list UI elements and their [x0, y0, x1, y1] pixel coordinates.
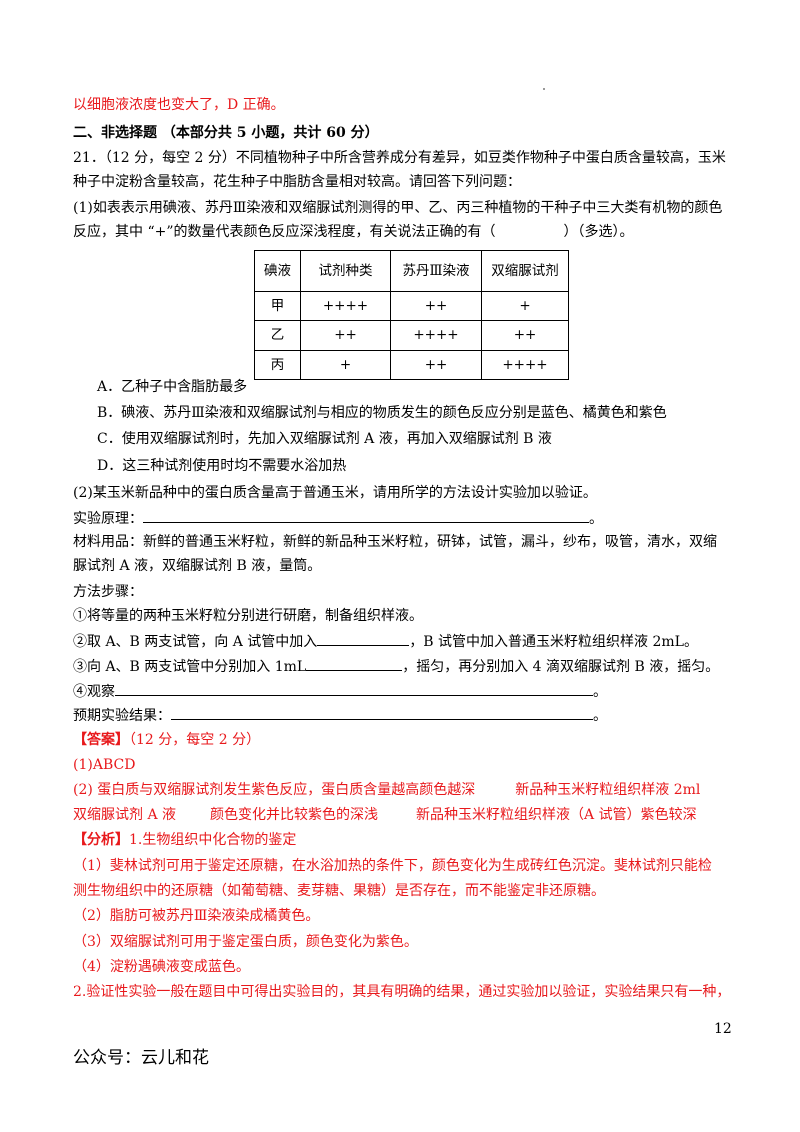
- table-cell: +: [481, 291, 569, 321]
- analysis-1-line-2: 测生物组织中的还原糖（如葡萄糖、麦芽糖、果糖）是否存在，而不能鉴定非还原糖。: [73, 883, 605, 899]
- period: 。: [593, 708, 607, 724]
- table-cell: ++: [481, 320, 569, 351]
- option-a: A．乙种子中含脂肪最多: [97, 379, 248, 395]
- table-header-row: 碘液 试剂种类 苏丹Ⅲ染液 双缩脲试剂: [254, 250, 569, 292]
- step-3-suffix: ，摇匀，再分别加入 4 滴双缩脲试剂 B 液，摇匀。: [402, 659, 720, 675]
- table-cell: ++++: [300, 291, 391, 321]
- step-1: ①将等量的两种玉米籽粒分别进行研磨，制备组织样液。: [73, 608, 423, 624]
- table-row: 乙 ++ ++++ ++: [254, 320, 569, 351]
- table-cell: 丙: [254, 350, 301, 380]
- answer-continuation: 以细胞液浓度也变大了，D 正确。: [73, 97, 285, 113]
- analysis-3: （3）双缩脲试剂可用于鉴定蛋白质，颜色变化为紫色。: [73, 934, 418, 950]
- answer-tag: 【答案】: [73, 732, 129, 748]
- table-row: 丙 + ++ ++++: [254, 350, 569, 380]
- materials-line-2: 脲试剂 A 液，双缩脲试剂 B 液，量筒。: [73, 558, 322, 574]
- analysis-tag: 【分析】: [73, 832, 129, 848]
- part-1-line-1: (1)如表表示用碘液、苏丹Ⅲ染液和双缩脲试剂测得的甲、乙、丙三种植物的干种子中三…: [73, 200, 723, 216]
- table-header-cell: 双缩脲试剂: [481, 250, 569, 292]
- principle-line: 实验原理： 。: [73, 508, 603, 529]
- page-number: 12: [714, 1021, 732, 1037]
- part-1-suffix: ）（多选）。: [563, 224, 634, 240]
- principle-label: 实验原理：: [73, 511, 143, 527]
- period: 。: [589, 511, 603, 527]
- expected-result-label: 预期实验结果：: [73, 708, 171, 724]
- step-2-text: ②取 A、B 两支试管，向 A 试管中加入: [73, 634, 318, 650]
- part-1-line-2: 反应，其中 “+”的数量代表颜色反应深浅程度，有关说法正确的有（ ）（多选）。: [73, 222, 634, 242]
- analysis-4: （4）淀粉遇碘液变成蓝色。: [73, 959, 250, 975]
- option-c: C．使用双缩脲试剂时，先加入双缩脲试剂 A 液，再加入双缩脲试剂 B 液: [97, 431, 552, 447]
- steps-heading: 方法步骤：: [73, 584, 143, 600]
- table-cell: ++: [300, 320, 391, 351]
- answer-2-result: 新品种玉米籽粒组织样液（A 试管）紫色较深: [416, 807, 697, 823]
- step-3-text: ③向 A、B 两支试管中分别加入 1mL: [73, 659, 307, 675]
- step-4-blank: [115, 681, 593, 696]
- option-d: D．这三种试剂使用时均不需要水浴加热: [97, 458, 347, 474]
- table-cell: ++: [390, 291, 482, 321]
- answer-2-principle: (2) 蛋白质与双缩脲试剂发生紫色反应，蛋白质含量越高颜色越深: [73, 782, 476, 798]
- analysis-title: 1.生物组织中化合物的鉴定: [129, 832, 297, 848]
- answer-2-blank-a: 新品种玉米籽粒组织样液 2ml: [515, 782, 701, 798]
- table-header-cell: 试剂种类: [300, 250, 391, 292]
- analysis-1-line-1: （1）斐林试剂可用于鉴定还原糖，在水浴加热的条件下，颜色变化为生成砖红色沉淀。斐…: [73, 858, 712, 874]
- table-cell: ++: [390, 350, 482, 380]
- step-4-text: ④观察: [73, 684, 115, 700]
- answer-2-line-1: (2) 蛋白质与双缩脲试剂发生紫色反应，蛋白质含量越高颜色越深 新品种玉米籽粒组织…: [73, 780, 700, 800]
- option-b: B．碘液、苏丹Ⅲ染液和双缩脲试剂与相应的物质发生的颜色反应分别是蓝色、橘黄色和紫…: [97, 405, 667, 421]
- table-cell: ++++: [390, 320, 482, 351]
- expected-result-blank: [171, 705, 593, 720]
- table-row: 甲 ++++ ++ +: [254, 291, 569, 321]
- step-3-blank: [306, 656, 403, 671]
- step-2: ②取 A、B 两支试管，向 A 试管中加入 ，B 试管中加入普通玉米籽粒组织样液 …: [73, 631, 698, 652]
- expected-result-line: 预期实验结果： 。: [73, 705, 607, 726]
- analysis-point-2: 2.验证性实验一般在题目中可得出实验目的，其具有明确的结果，通过实验加以验证，实…: [73, 984, 731, 1000]
- principle-blank: [143, 508, 589, 523]
- step-2-blank: [317, 631, 410, 646]
- answer-heading: 【答案】（12 分，每空 2 分）: [73, 730, 260, 750]
- table-cell: +: [300, 350, 391, 380]
- step-2-suffix: ，B 试管中加入普通玉米籽粒组织样液 2mL。: [409, 634, 698, 650]
- table-header-cell: 苏丹Ⅲ染液: [390, 250, 482, 292]
- table-cell: 甲: [254, 291, 301, 321]
- answer-2-observe: 颜色变化并比较紫色的深浅: [210, 807, 379, 823]
- answer-2-reagent: 双缩脲试剂 A 液: [73, 807, 177, 823]
- footer-account: 公众号：云儿和花: [73, 1048, 209, 1068]
- analysis-2: （2）脂肪可被苏丹Ⅲ染液染成橘黄色。: [73, 908, 320, 924]
- answer-2-line-2: 双缩脲试剂 A 液 颜色变化并比较紫色的深浅 新品种玉米籽粒组织样液（A 试管）紫色…: [73, 805, 697, 825]
- reagent-table: 碘液 试剂种类 苏丹Ⅲ染液 双缩脲试剂 甲 ++++ ++ + 乙 ++ +++…: [254, 250, 569, 380]
- step-4: ④观察 。: [73, 681, 607, 702]
- table-cell: 乙: [254, 320, 301, 351]
- question-21-line-1: 21．（12 分，每空 2 分）不同植物种子中所含营养成分有差异，如豆类作物种子…: [73, 150, 726, 166]
- section-heading: 二、非选择题 （本部分共 5 小题，共计 60 分）: [73, 125, 379, 141]
- answer-1: (1)ABCD: [73, 757, 136, 773]
- period: 。: [593, 684, 607, 700]
- step-3: ③向 A、B 两支试管中分别加入 1mL ，摇匀，再分别加入 4 滴双缩脲试剂 B…: [73, 656, 719, 677]
- part-2-prompt: (2)某玉米新品种中的蛋白质含量高于普通玉米，请用所学的方法设计实验加以验证。: [73, 485, 597, 501]
- speck-mark: [543, 88, 545, 90]
- analysis-heading: 【分析】1.生物组织中化合物的鉴定: [73, 830, 296, 850]
- materials-line-1: 材料用品：新鲜的普通玉米籽粒，新鲜的新品种玉米籽粒，研钵，试管，漏斗，纱布，吸管…: [73, 534, 717, 550]
- question-21-line-2: 种子中淀粉含量较高，花生种子中脂肪含量相对较高。请回答下列问题：: [73, 174, 521, 190]
- part-1-text: 反应，其中 “+”的数量代表颜色反应深浅程度，有关说法正确的有（: [73, 224, 496, 240]
- answer-score: （12 分，每空 2 分）: [129, 732, 261, 748]
- table-header-cell: 碘液: [254, 250, 301, 292]
- table-cell: ++++: [481, 350, 569, 380]
